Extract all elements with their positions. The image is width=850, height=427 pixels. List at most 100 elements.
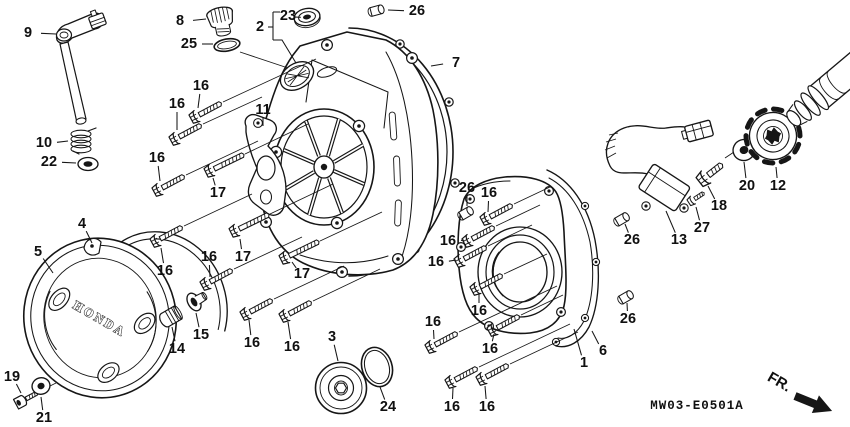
part-number-label: 16 <box>425 314 441 330</box>
breather-grommet <box>293 7 321 29</box>
part-number-label: 7 <box>452 55 460 71</box>
callout-16: 16 <box>244 319 260 351</box>
callout-16: 16 <box>149 150 165 182</box>
callout-27: 27 <box>694 206 710 236</box>
dowel-pin <box>611 211 632 228</box>
part-number-label: 1 <box>580 355 588 371</box>
part-number-label: 26 <box>620 311 636 327</box>
callout-13: 13 <box>665 210 687 248</box>
assembly-lines <box>183 58 579 368</box>
callout-10: 10 <box>36 135 69 151</box>
callout-14: 14 <box>169 326 185 357</box>
cover-slots <box>388 111 402 227</box>
callout-22: 22 <box>41 154 77 170</box>
part-number-label: 22 <box>41 154 57 170</box>
ribbed-bushing <box>159 305 183 328</box>
sensor-bolt-27 <box>685 188 708 208</box>
callout-3: 3 <box>328 329 339 362</box>
part-number-label: 27 <box>694 220 710 236</box>
honda-outer-cover: HONDA <box>22 237 178 399</box>
cap-o-ring <box>213 37 241 53</box>
lifter-spring <box>70 127 97 155</box>
diagram-code: MW03-E0501A <box>650 399 744 413</box>
part-number-label: 20 <box>739 178 755 194</box>
seal-plug <box>186 291 208 312</box>
callout-16: 16 <box>169 96 185 130</box>
callout-2: 2 <box>256 19 273 35</box>
part-number-label: 13 <box>671 232 687 248</box>
part-number-label: 17 <box>294 266 310 282</box>
callout-17: 17 <box>235 238 251 265</box>
part-number-label: 18 <box>711 198 727 214</box>
part-number-label: 21 <box>36 410 52 426</box>
callout-16: 16 <box>444 387 460 415</box>
callout-17: 17 <box>210 177 226 201</box>
part-number-label: 16 <box>169 96 185 112</box>
sprocket-bolt-18 <box>694 157 728 189</box>
callout-16: 16 <box>201 249 217 278</box>
output-shaft <box>786 51 850 127</box>
part-number-label: 19 <box>4 369 20 385</box>
callout-16: 16 <box>157 247 173 279</box>
timing-hole-cap <box>314 361 368 415</box>
oil-filler-neck <box>279 60 315 92</box>
part-number-label: 16 <box>481 185 497 201</box>
cover-ring <box>119 231 228 332</box>
part-number-label: 26 <box>409 3 425 19</box>
part-number-label: 16 <box>193 78 209 94</box>
callout-16: 16 <box>284 321 300 355</box>
fr-direction: FR. <box>765 369 833 414</box>
part-number-label: 16 <box>471 303 487 319</box>
part-number-label: 10 <box>36 135 52 151</box>
callout-16: 16 <box>440 233 465 249</box>
callout-21: 21 <box>36 396 52 426</box>
callout-25: 25 <box>181 36 213 52</box>
callout-16: 16 <box>482 333 498 357</box>
part-number-label: 16 <box>157 263 173 279</box>
part-number-label: 17 <box>235 249 251 265</box>
callout-26: 26 <box>620 302 636 327</box>
callout-18: 18 <box>707 185 727 214</box>
callout-16: 16 <box>428 254 457 270</box>
part-number-label: 16 <box>428 254 444 270</box>
connector <box>681 119 714 143</box>
washer-21 <box>31 377 51 395</box>
part-number-label: 16 <box>149 150 165 166</box>
lifter-bracket <box>244 113 287 216</box>
callout-5: 5 <box>34 244 54 274</box>
part-number-label: 6 <box>599 343 607 359</box>
part-number-label: 26 <box>459 180 475 196</box>
drive-sprocket <box>743 106 803 166</box>
callout-7: 7 <box>430 55 460 71</box>
callout-17: 17 <box>291 261 310 282</box>
callout-1: 1 <box>573 328 588 371</box>
part-number-label: 17 <box>210 185 226 201</box>
callout-8: 8 <box>176 13 207 29</box>
cap-o-ring-24 <box>360 346 394 388</box>
part-number-label: 16 <box>482 341 498 357</box>
callout-24: 24 <box>379 386 396 415</box>
lifter-lever <box>55 9 107 125</box>
part-number-label: 2 <box>256 19 264 35</box>
part-number-label: 16 <box>479 399 495 415</box>
part-number-label: 16 <box>440 233 456 249</box>
part-number-label: 14 <box>169 341 185 357</box>
callout-16: 16 <box>425 314 441 340</box>
part-number-label: 16 <box>244 335 260 351</box>
callout-16: 16 <box>471 294 487 319</box>
part-number-label: 16 <box>444 399 460 415</box>
oil-filler-cap <box>206 6 233 37</box>
part-number-label: 25 <box>181 36 197 52</box>
cover-top-tab <box>83 237 102 256</box>
pulse-sensor <box>604 119 714 213</box>
callout-12: 12 <box>770 166 786 194</box>
part-number-label: 12 <box>770 178 786 194</box>
callout-16: 16 <box>193 78 209 109</box>
part-number-label: 15 <box>193 327 209 343</box>
callout-15: 15 <box>193 312 209 343</box>
callout-19: 19 <box>4 369 22 394</box>
callout-26: 26 <box>624 223 640 248</box>
part-number-label: 4 <box>78 216 86 232</box>
